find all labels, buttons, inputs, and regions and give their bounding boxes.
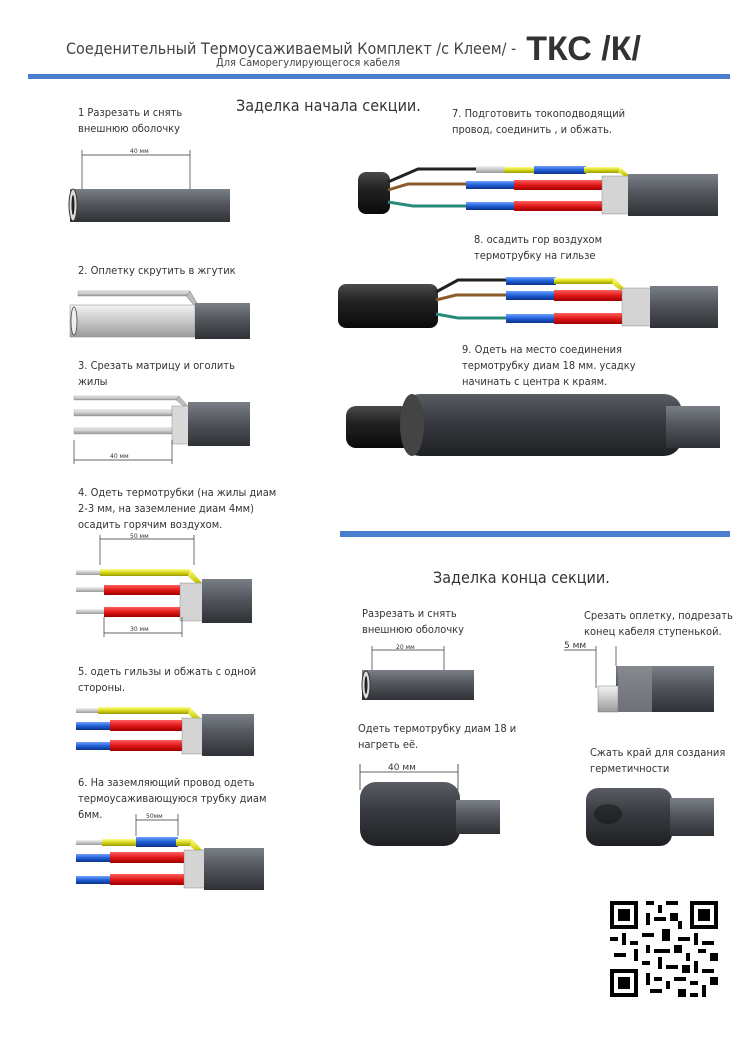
step-3-diagram: 40 мм [73,395,250,464]
dim-30mm: 30 мм [130,626,149,633]
step-8-text: 8. осадить гор воздухом термотрубку на г… [474,233,603,262]
step-7-diagram [358,166,718,216]
step-8-diagram [338,277,718,328]
dim-40mm: 40 мм [130,148,149,155]
section-divider [340,531,730,537]
step-4-diagram: 50 мм 30 мм [76,533,252,637]
document-subtitle: Для Саморегулирующегося кабеля [216,56,401,69]
document-title: Соеденительный Термоусаживаемый Комплект… [66,30,641,69]
step-6-text: 6. На заземляющий провод одеть термоусаж… [78,776,267,821]
end-step-4-diagram [586,788,714,846]
dim-5mm: 5 мм [564,641,586,651]
end-step-3-diagram: 40 мм [359,763,500,846]
dim-40mm: 40 мм [388,763,416,773]
section-end-heading: Заделка конца секции. [433,568,610,587]
product-code: ТКС /К/ [526,30,641,68]
step-9-diagram [346,394,720,456]
step-3-text: 3. Срезать матрицу и оголить жилы [78,359,235,388]
step-2-text: 2. Оплетку скрутить в жгутик [78,264,236,277]
step-2-diagram [69,290,250,339]
title-text: Соеденительный Термоусаживаемый Комплект… [66,39,517,58]
section-start-heading: Заделка начала секции. [236,96,421,115]
end-step-2-diagram: 5 мм [564,641,714,713]
end-step-1-diagram: 20 мм [361,644,474,700]
step-5-diagram [76,707,254,756]
step-1-diagram: 40 мм [68,148,230,222]
step-4-text: 4. Одеть термотрубки (на жилы диам 2-3 м… [78,486,277,531]
end-step-1-text: Разрезать и снять внешнюю оболочку [362,607,464,636]
end-step-4-text: Сжать край для создания герметичности [590,746,726,775]
qr-code [610,901,718,997]
step-7-text: 7. Подготовить токоподводящий провод, со… [452,107,626,136]
dim-40mm: 40 мм [110,453,129,460]
end-step-3-text: Одеть термотрубку диам 18 и нагреть её. [358,722,517,751]
step-9-text: 9. Одеть на место соединения термотрубку… [462,343,636,388]
end-step-2-text: Срезать оплетку, подрезать конец кабеля … [584,609,733,638]
dim-50mm: 50 мм [130,533,149,540]
dim-50mm: 50мм [146,813,163,820]
step-1-text: 1 Разрезать и снять внешнюю оболочку [78,106,183,135]
step-5-text: 5. одеть гильзы и обжать с одной стороны… [78,665,257,694]
step-6-diagram: 50мм [76,813,264,890]
dim-20mm: 20 мм [396,644,415,651]
header-divider [28,74,730,79]
